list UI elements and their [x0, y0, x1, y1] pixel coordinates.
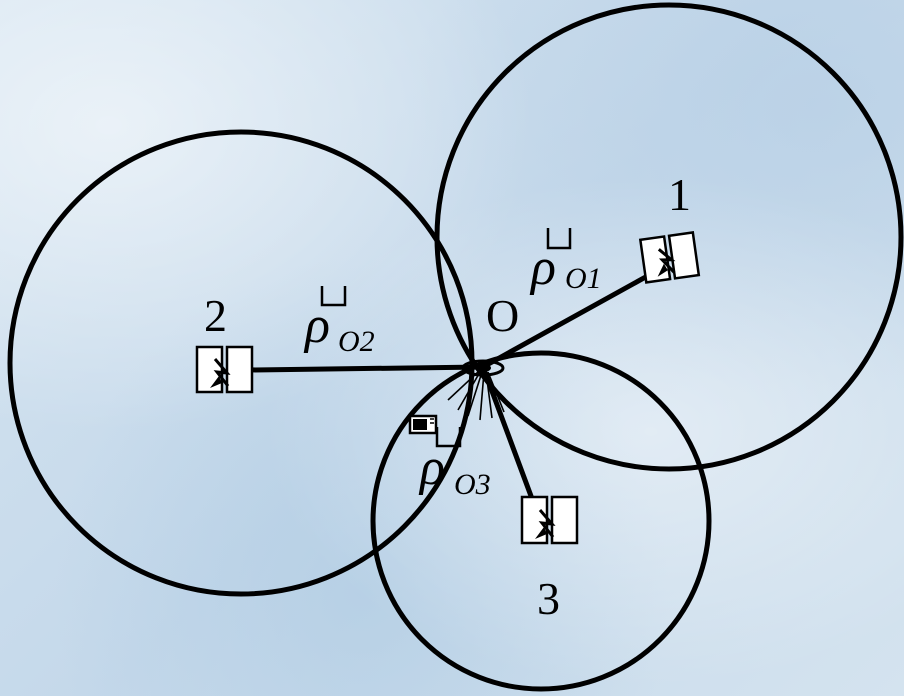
label-rho-o3: ρ [418, 439, 445, 496]
label-satellite-3: 3 [537, 573, 560, 624]
label-rho-o2: ρ [303, 297, 330, 354]
vector-o1-accent-icon [546, 228, 572, 250]
vector-o2-accent-icon [320, 286, 347, 307]
origin-point [447, 359, 505, 421]
label-satellite-1: 1 [668, 169, 691, 220]
label-rho-o3-subscript: O3 [454, 468, 491, 501]
vector-o2-line [247, 364, 486, 373]
label-origin: O [486, 290, 519, 341]
label-rho-o2-subscript: O2 [338, 325, 375, 358]
vector-o3-accent-icon [435, 427, 462, 448]
satellite-3-icon [520, 495, 579, 545]
satellite-1-icon [638, 231, 701, 284]
satellite-2-icon [195, 345, 254, 394]
vector-o3-line [480, 364, 534, 499]
label-rho-o1: ρ [529, 239, 556, 296]
receiver-icon [408, 414, 438, 435]
label-rho-o1-subscript: O1 [565, 262, 602, 295]
label-satellite-2: 2 [204, 290, 227, 341]
vector-o1-line [480, 271, 654, 370]
circle-satellite-3 [370, 350, 712, 692]
